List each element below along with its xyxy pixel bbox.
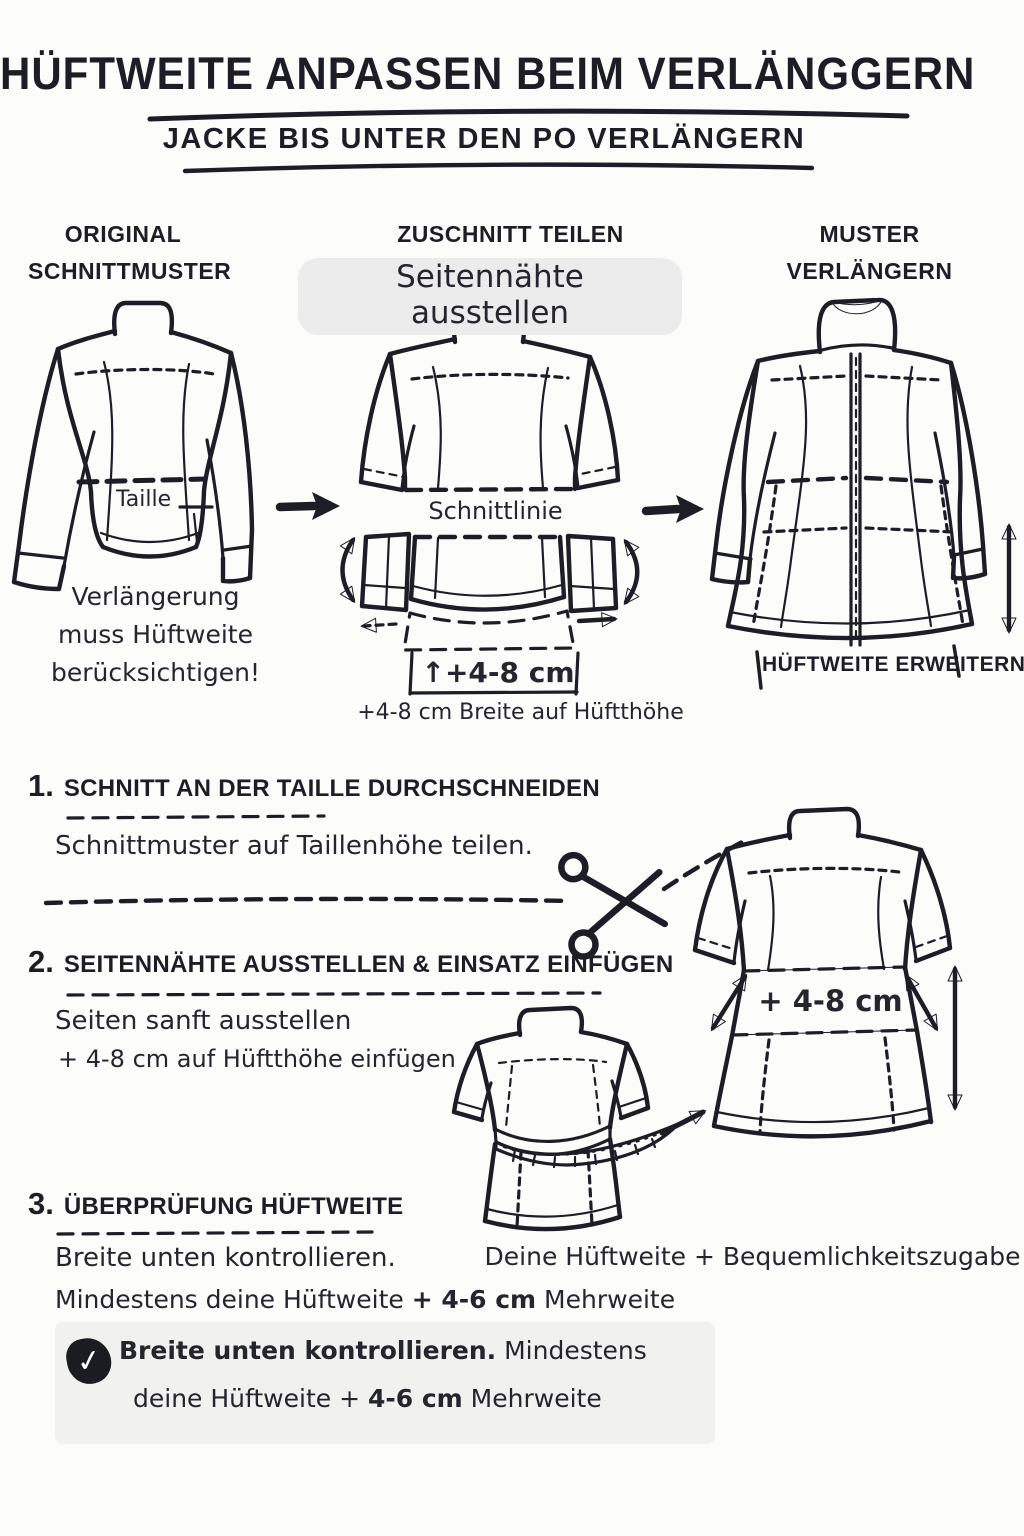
summary-note-box: ✓ Breite unten kontrollieren. Mindestens… (55, 1322, 715, 1444)
step2-heading: 2. SEITENNÄHTE AUSSTELLEN & EINSATZ EINF… (28, 944, 674, 980)
column-header-original-line1: ORIGINAL (64, 221, 182, 247)
page-subtitle: JACKE BIS UNTER DEN PO VERLÄNGERN (162, 123, 806, 155)
step1-body: Schnittmuster auf Taillenhöhe teilen. (55, 831, 533, 861)
insert-band-jacket-drawing (692, 806, 963, 1139)
note-line2-bold: 4-6 cm (367, 1384, 463, 1413)
step1-title: SCHNITT AN DER TAILLE DURCHSCHNEIDEN (63, 775, 600, 802)
original-note-line2: muss Hüftweite (58, 620, 253, 649)
checkmark-icon: ✓ (63, 1334, 115, 1388)
column-header-muster-line2: VERLÄNGERN (786, 258, 953, 284)
step3-body-line2-pre: Mindestens deine Hüftweite (55, 1285, 412, 1314)
insert-measurement-value: +4-8 cm (444, 656, 575, 689)
arrow-right-icon (275, 492, 340, 520)
step3-body-line2-bold: + 4-6 cm (411, 1285, 537, 1314)
step3-body-line1: Breite unten kontrollieren. (55, 1243, 396, 1273)
step2-number: 2. (28, 944, 54, 979)
column-header-original: ORIGINAL SCHNITTMUSTER (28, 216, 232, 290)
column-header-zuschnitt: ZUSCHNITT TEILEN (397, 221, 624, 247)
original-note-line3: berücksichtigen! (50, 658, 261, 687)
step2-body-line1: Seiten sanft ausstellen (55, 1006, 352, 1036)
note-line2-post: Mehrweite (462, 1384, 602, 1413)
step1-number: 1. (28, 768, 54, 803)
highlight-label: Seitennähte ausstellen (298, 258, 682, 335)
original-note-line1: Verlängerung (71, 582, 240, 611)
column-header-muster: MUSTER VERLÄNGERN (772, 216, 967, 290)
step2-body-line2: + 4-8 cm auf Hüftthöhe einfügen (58, 1045, 456, 1073)
note-line2: deine Hüftweite + 4-6 cm Mehrweite (133, 1384, 602, 1413)
step3-title: ÜBERPRÜFUNG HÜFTWEITE (63, 1193, 404, 1220)
arrow-right-icon (641, 495, 704, 523)
title-underline (147, 108, 910, 174)
hip-width-caption: Deine Hüftweite + Bequemlichkeitszugabe (484, 1242, 1021, 1271)
waist-label: Taille (116, 487, 172, 512)
note-line1-rest: Mindestens (496, 1336, 647, 1365)
column-header-muster-line1: MUSTER (819, 221, 920, 247)
lengthened-jacket-drawing (709, 297, 1017, 690)
up-arrow-icon: ↑ (421, 656, 445, 689)
scissors-icon (558, 851, 669, 960)
page-title: HÜFTWEITE ANPASSEN BEIM VERLÄNGGERN (0, 48, 976, 99)
cut-line-label: Schnittlinie (428, 497, 563, 525)
wedge-strip-jacket-drawing (451, 1005, 707, 1232)
highlight-label-text: Seitennähte ausstellen (298, 258, 682, 335)
original-note: Verlängerung muss Hüftweite berücksichti… (48, 578, 263, 692)
original-jacket-drawing (11, 300, 255, 592)
band-measurement-label: + 4-8 cm (758, 984, 903, 1018)
step3-body-line2-post: Mehrweite (536, 1285, 676, 1314)
insert-measurement: ↑+4-8 cm (418, 656, 578, 689)
step-underlines (56, 814, 602, 1236)
step1-heading: 1. SCHNITT AN DER TAILLE DURCHSCHNEIDEN (28, 768, 600, 804)
step3-heading: 3. ÜBERPRÜFUNG HÜFTWEITE (28, 1186, 403, 1222)
step2-title: SEITENNÄHTE AUSSTELLEN & EINSATZ EINFÜGE… (63, 951, 674, 978)
insert-caption: +4-8 cm Breite auf Hüftthöhe (357, 700, 684, 725)
step3-number: 3. (28, 1186, 54, 1221)
note-line1-bold: Breite unten kontrollieren. (119, 1336, 497, 1365)
note-line2-pre: deine Hüftweite + (133, 1384, 368, 1413)
step3-body-line2: Mindestens deine Hüftweite + 4-6 cm Mehr… (55, 1285, 675, 1314)
hip-widen-caption: HÜFTWEITE ERWEITERN (762, 653, 1024, 676)
column-header-original-line2: SCHNITTMUSTER (28, 258, 232, 284)
note-line1: Breite unten kontrollieren. Mindestens (119, 1336, 647, 1365)
